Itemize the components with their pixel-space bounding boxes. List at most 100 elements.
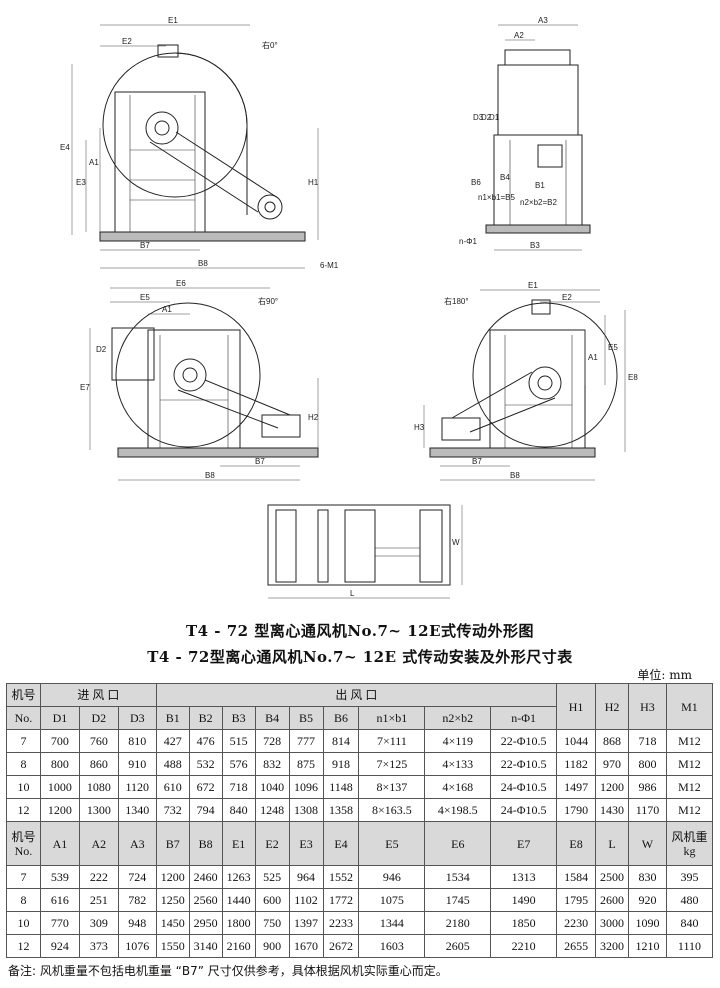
- table-cell: 2950: [188, 911, 223, 935]
- header-cell: D2: [78, 706, 119, 730]
- table-cell: 868: [595, 729, 629, 753]
- table-cell: 427: [155, 729, 190, 753]
- header-cell: E2: [254, 821, 290, 866]
- table-cell: 1080: [78, 775, 119, 799]
- table-cell: 1497: [556, 775, 597, 799]
- table-cell: 1044: [556, 729, 597, 753]
- table-cell: M12: [665, 729, 714, 753]
- table-cell: 1200: [595, 775, 629, 799]
- table-cell: 986: [628, 775, 667, 799]
- table-cell: 1430: [595, 798, 629, 822]
- table-cell: 539: [39, 865, 80, 889]
- table-caption: T4 - 72型离心通风机No.7~ 12E 式传动安装及外形尺寸表: [147, 648, 573, 666]
- table-cell: 10: [6, 775, 41, 799]
- table-cell: 1120: [117, 775, 157, 799]
- table-cell: 2655: [556, 934, 597, 958]
- table-cell: 1210: [628, 934, 667, 958]
- drawing-caption: T4 - 72 型离心通风机No.7~ 12E式传动外形图: [185, 622, 535, 640]
- table-cell: 840: [221, 798, 256, 822]
- header-cell: D1: [39, 706, 80, 730]
- table-cell: M12: [665, 752, 714, 776]
- table-cell: 1000: [39, 775, 80, 799]
- header-cell: B2: [188, 706, 223, 730]
- header-m1: M1: [665, 683, 714, 730]
- label-a1-180: A1: [588, 353, 598, 362]
- label-d3: D3: [473, 113, 484, 122]
- table-cell: 4×133: [424, 752, 492, 776]
- table-cell: 8×137: [358, 775, 426, 799]
- table-cell: 794: [188, 798, 223, 822]
- table-cell: 4×198.5: [424, 798, 492, 822]
- header-cell: A3: [117, 821, 157, 866]
- label-e6: E6: [176, 279, 186, 288]
- header-weight-unit: kg: [683, 843, 696, 858]
- label-b8-180: B8: [510, 471, 520, 480]
- table-cell: 1450: [155, 911, 190, 935]
- table-cell: 1263: [221, 865, 256, 889]
- label-e7: E7: [80, 383, 90, 392]
- table-cell: 1090: [628, 911, 667, 935]
- table-cell: 395: [665, 865, 714, 889]
- header-cell: No.: [6, 706, 41, 730]
- label-a1-90: A1: [162, 305, 172, 314]
- table-cell: 1110: [665, 934, 714, 958]
- table-cell: M12: [665, 775, 714, 799]
- table-cell: 860: [78, 752, 119, 776]
- header-cell: B7: [155, 821, 190, 866]
- header-h3: H3: [628, 683, 667, 730]
- table-cell: 964: [288, 865, 324, 889]
- table-cell: 770: [39, 911, 80, 935]
- label-h3: H3: [414, 423, 425, 432]
- table-cell: 732: [155, 798, 190, 822]
- table-cell: 920: [628, 888, 667, 912]
- table-cell: 1550: [155, 934, 190, 958]
- header-cell: E6: [424, 821, 492, 866]
- table-cell: 2500: [595, 865, 629, 889]
- table-cell: 2672: [322, 934, 360, 958]
- table-cell: 600: [254, 888, 290, 912]
- table-cell: 1358: [322, 798, 360, 822]
- table-cell: 1800: [221, 911, 256, 935]
- table-cell: 525: [254, 865, 290, 889]
- header-cell: B5: [288, 706, 324, 730]
- header-cell: n1×b1: [358, 706, 426, 730]
- table-cell: 970: [595, 752, 629, 776]
- table-cell: 900: [254, 934, 290, 958]
- table-cell: 840: [665, 911, 714, 935]
- label-b4: B4: [500, 173, 510, 182]
- label-b2: n2×b2=B2: [520, 198, 557, 207]
- table-cell: 1534: [424, 865, 492, 889]
- table-header-row-1: 机号 进 风 口 出 风 口 H1 H2 H3 M1: [6, 683, 714, 730]
- label-e1: E1: [168, 16, 178, 25]
- header-weight-label: 风机重: [671, 829, 708, 844]
- label-d2: D2: [481, 113, 492, 122]
- label-e1-180: E1: [528, 281, 538, 290]
- label-e5: E5: [140, 293, 150, 302]
- label-e4: E4: [60, 143, 70, 152]
- label-l: L: [350, 589, 355, 598]
- table-cell: 7×111: [358, 729, 426, 753]
- header-cell: L: [595, 821, 629, 866]
- view-right-0: E1 E2 右0° E4 E3 A1 H1 B7 B8 6-M1: [60, 16, 339, 270]
- view-note-90: 右90°: [258, 296, 278, 306]
- view-base-frame: L W: [267, 504, 463, 599]
- table-cell: 1397: [288, 911, 324, 935]
- header-cell: E8: [556, 821, 597, 866]
- table-cell: 1745: [424, 888, 492, 912]
- label-b7-180: B7: [472, 457, 482, 466]
- view-note-0: 右0°: [262, 40, 278, 50]
- table-cell: 832: [254, 752, 290, 776]
- table-cell: 3000: [595, 911, 629, 935]
- table-cell: 760: [78, 729, 119, 753]
- outline-drawings: E1 E2 右0° E4 E3 A1 H1 B7 B8 6-M1 A3 A2 D…: [60, 16, 638, 599]
- label-e5-180: E5: [608, 343, 618, 352]
- table-cell: 8: [6, 888, 41, 912]
- label-b3: B3: [530, 241, 540, 250]
- unit-label: 单位: mm: [637, 668, 692, 682]
- table-cell: 610: [155, 775, 190, 799]
